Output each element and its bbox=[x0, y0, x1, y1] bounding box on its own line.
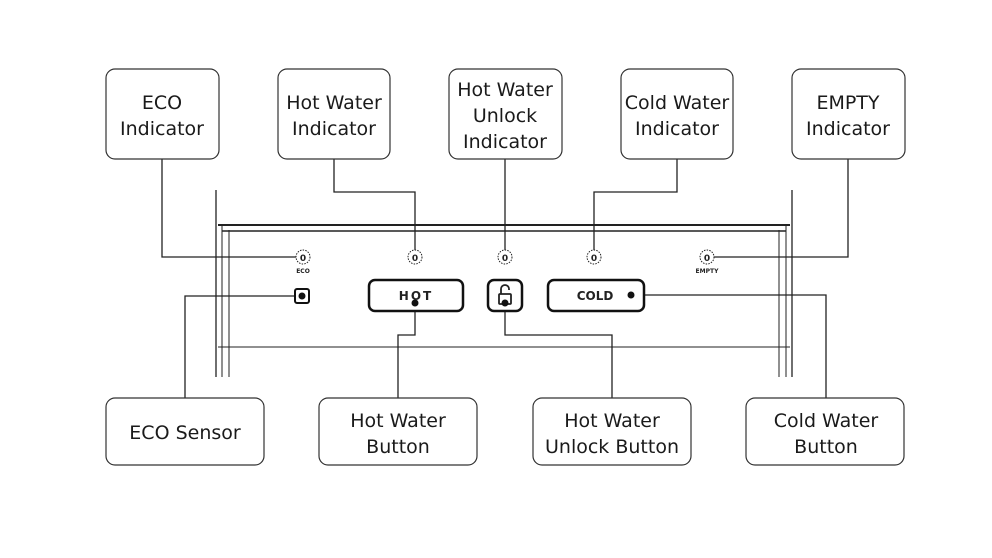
svg-text:0: 0 bbox=[412, 254, 418, 264]
svg-text:0: 0 bbox=[502, 254, 508, 264]
svg-text:ECO Sensor: ECO Sensor bbox=[129, 422, 241, 444]
cold-water-button[interactable]: COLD bbox=[546, 278, 646, 313]
unlock-indicator: 0 bbox=[497, 249, 513, 265]
svg-text:0: 0 bbox=[300, 254, 306, 264]
hot-water-button[interactable]: HOT bbox=[367, 278, 465, 313]
callout-eco-sensor: ECO Sensor bbox=[105, 397, 265, 466]
panel-frame bbox=[215, 190, 793, 377]
leader-lines bbox=[161, 159, 849, 398]
svg-text:0: 0 bbox=[704, 254, 710, 264]
empty-label: EMPTY bbox=[696, 268, 720, 275]
svg-text:COLD: COLD bbox=[577, 289, 614, 303]
eco-sensor bbox=[294, 288, 310, 304]
svg-text:HOT: HOT bbox=[399, 289, 433, 303]
unlock-button[interactable] bbox=[486, 278, 524, 313]
eco-label: ECO bbox=[296, 268, 310, 275]
empty-indicator: 0 EMPTY bbox=[696, 249, 720, 275]
cold-water-indicator: 0 bbox=[586, 249, 602, 265]
hot-water-indicator: 0 bbox=[407, 249, 423, 265]
svg-text:0: 0 bbox=[591, 254, 597, 264]
eco-indicator: 0 ECO bbox=[295, 249, 311, 275]
